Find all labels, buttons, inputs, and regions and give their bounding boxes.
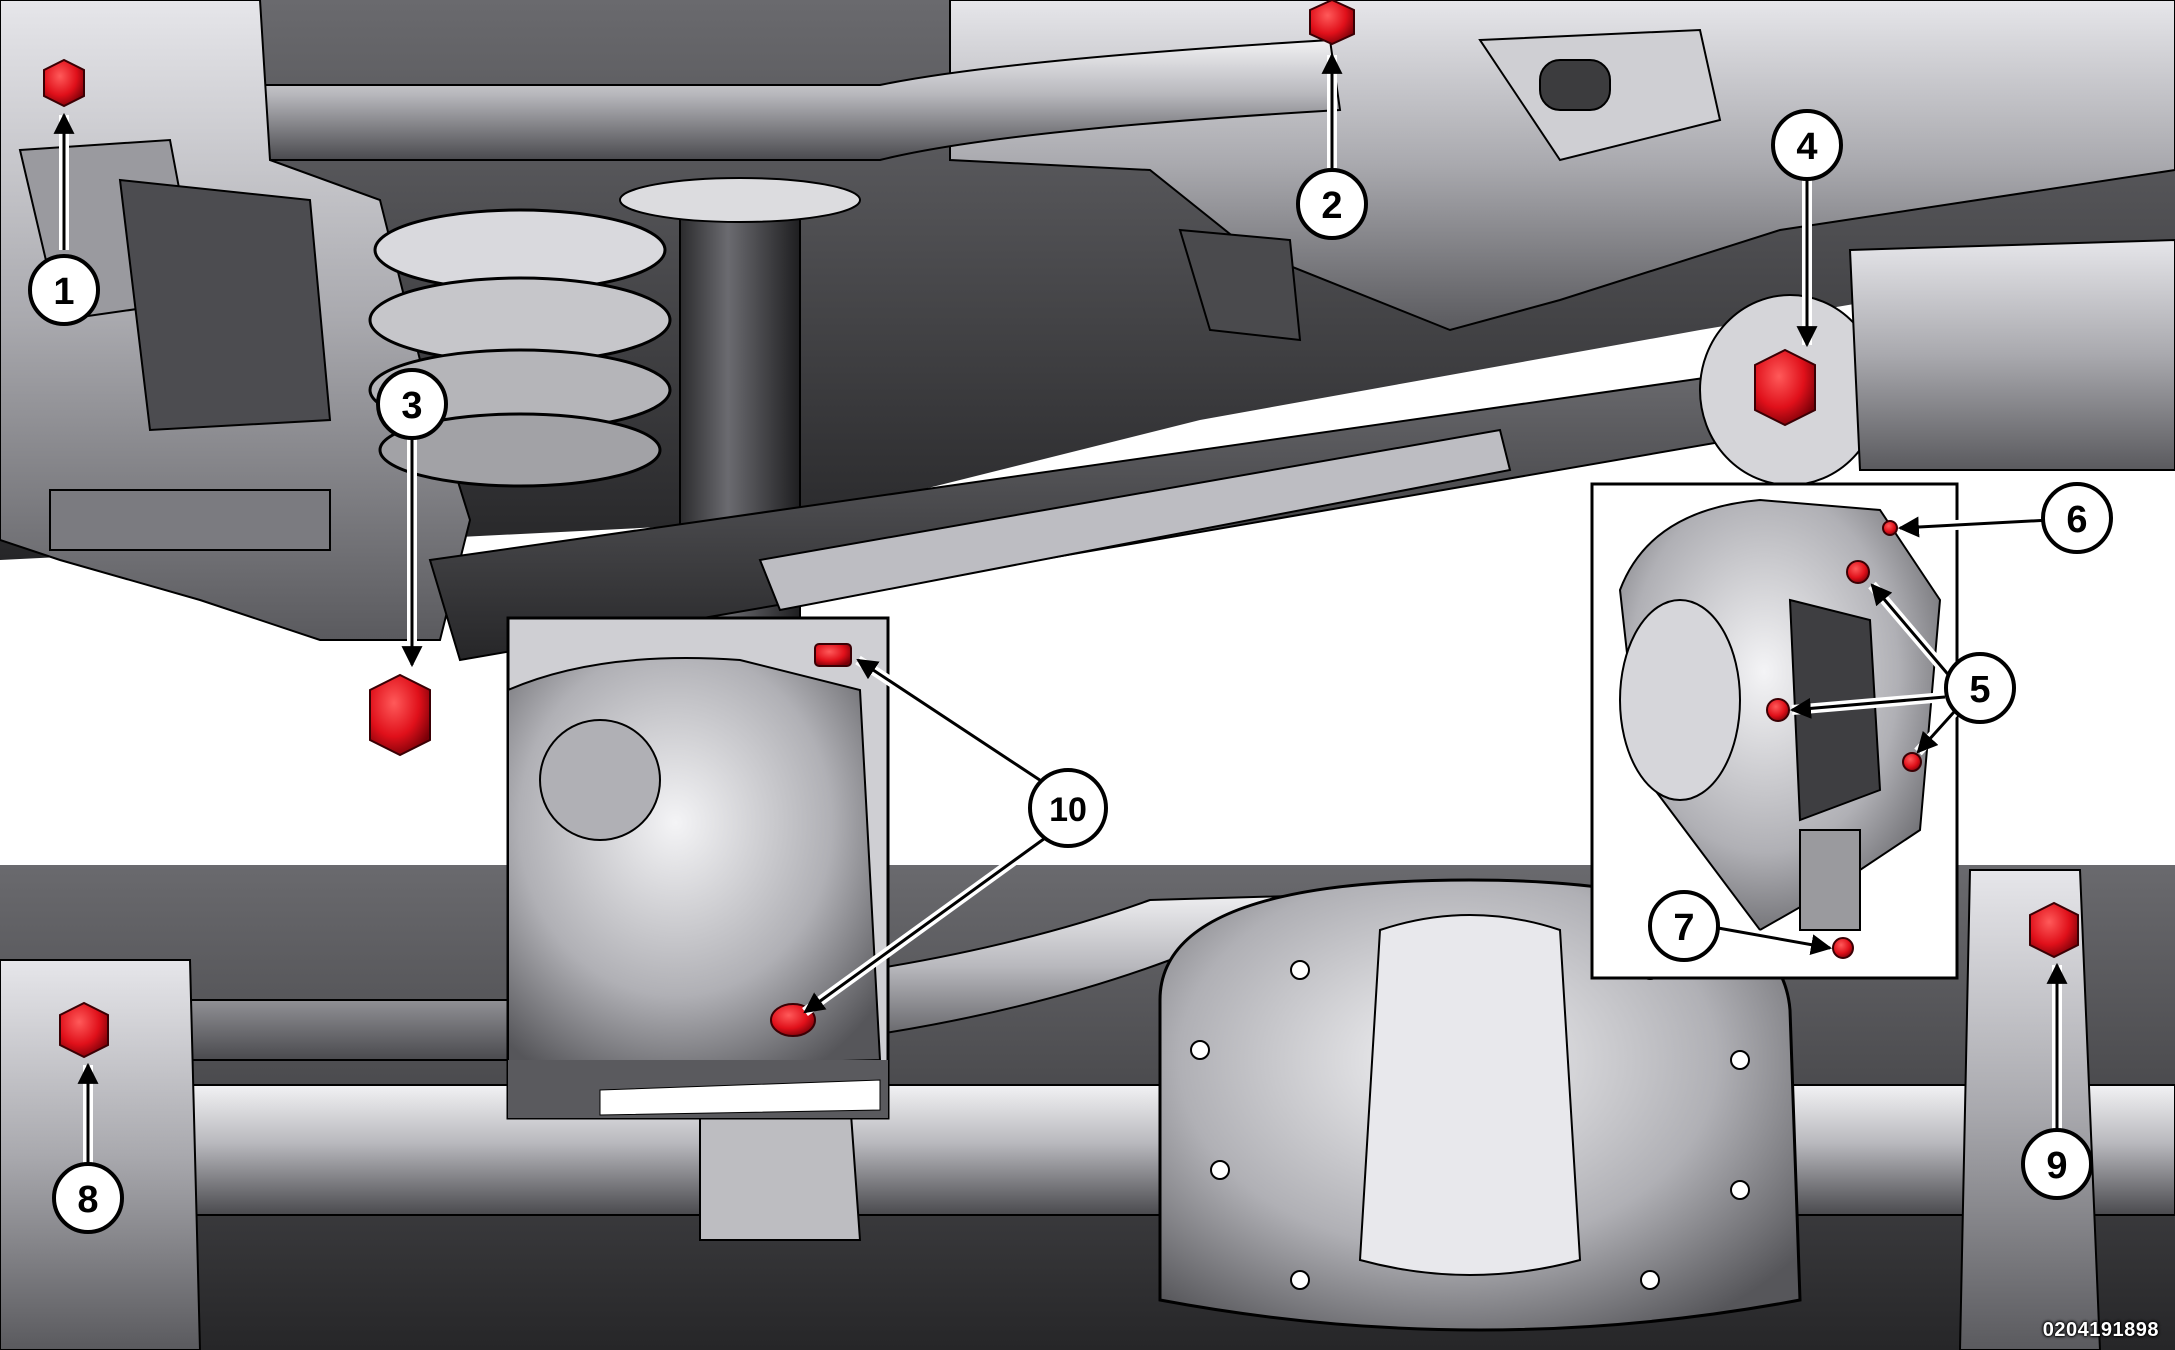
- inset-skid-plate: [506, 616, 890, 1120]
- svg-text:8: 8: [77, 1179, 98, 1221]
- callout-5: 5: [1944, 652, 2016, 724]
- svg-text:4: 4: [1796, 126, 1817, 168]
- bolt-4: [1754, 348, 1816, 427]
- callout-1: 1: [28, 254, 100, 326]
- bolt-6: [1882, 520, 1898, 536]
- coil-spring: [368, 208, 672, 488]
- callout-10: 10: [1028, 768, 1108, 848]
- callout-9: 9: [2021, 1128, 2093, 1200]
- callout-4: 4: [1771, 109, 1843, 181]
- bolt-10a: [814, 643, 852, 667]
- upper-link-tube: [199, 38, 1342, 161]
- svg-text:7: 7: [1673, 907, 1694, 949]
- svg-text:3: 3: [401, 385, 422, 427]
- bolt-5c: [1902, 752, 1922, 772]
- figure-id: 0204191898: [2042, 1319, 2159, 1341]
- svg-text:9: 9: [2046, 1145, 2067, 1187]
- callout-6: 6: [2041, 482, 2113, 554]
- bolt-9: [2029, 901, 2079, 959]
- callout-8: 8: [52, 1162, 124, 1234]
- callout-3: 3: [376, 368, 448, 440]
- svg-text:2: 2: [1321, 185, 1342, 227]
- left-bracket: [0, 0, 472, 641]
- bolt-2: [1309, 0, 1355, 46]
- bolt-3: [369, 673, 431, 757]
- svg-text:10: 10: [1049, 791, 1087, 829]
- inset-differential: [1590, 482, 1959, 980]
- svg-text:1: 1: [53, 271, 74, 313]
- bolt-5b: [1766, 698, 1790, 722]
- callout-2: 2: [1296, 168, 1368, 240]
- bolt-8: [59, 1001, 109, 1059]
- bolt-7: [1832, 937, 1854, 959]
- callout-7: 7: [1648, 890, 1720, 962]
- bolt-5a: [1846, 560, 1870, 584]
- bolt-1: [43, 58, 85, 108]
- svg-text:6: 6: [2066, 499, 2087, 541]
- lower-control-arm: [428, 368, 1792, 662]
- leader-lines: [53, 52, 2068, 1165]
- svg-text:5: 5: [1969, 669, 1990, 711]
